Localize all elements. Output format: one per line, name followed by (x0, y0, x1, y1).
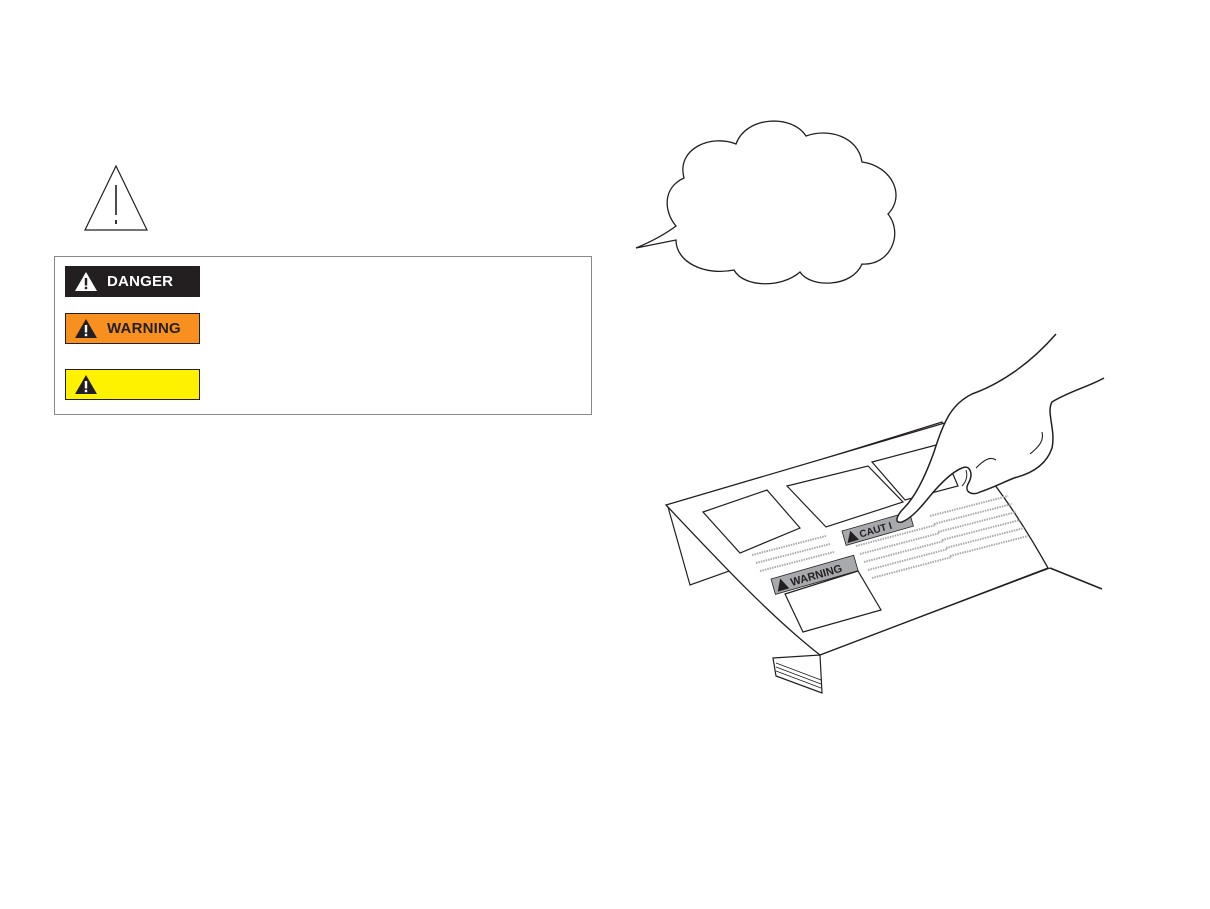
warning-triangle-icon (847, 530, 860, 543)
danger-label: DANGER (65, 266, 200, 297)
warning-triangle-icon (75, 375, 97, 394)
safety-alert-icon (84, 164, 148, 231)
manual-image-box (701, 489, 801, 554)
danger-signal-word: DANGER (107, 273, 174, 290)
manual-image-box (784, 570, 882, 633)
warning-triangle-icon (75, 319, 97, 338)
manual-spine (772, 654, 823, 694)
caution-label (65, 369, 200, 400)
warning-signal-word: WARNING (107, 320, 181, 337)
manual-text-lines (751, 495, 1029, 579)
warning-triangle-icon (75, 272, 97, 291)
manual-illustration: WARNING CAUT I (635, 120, 1105, 694)
signal-word-panel: DANGER WARNING (54, 256, 592, 415)
pointing-hand (896, 333, 1105, 524)
warning-triangle-icon (777, 578, 790, 592)
thought-cloud (635, 120, 897, 285)
warning-label: WARNING (65, 313, 200, 344)
manual-image-box (785, 465, 905, 528)
